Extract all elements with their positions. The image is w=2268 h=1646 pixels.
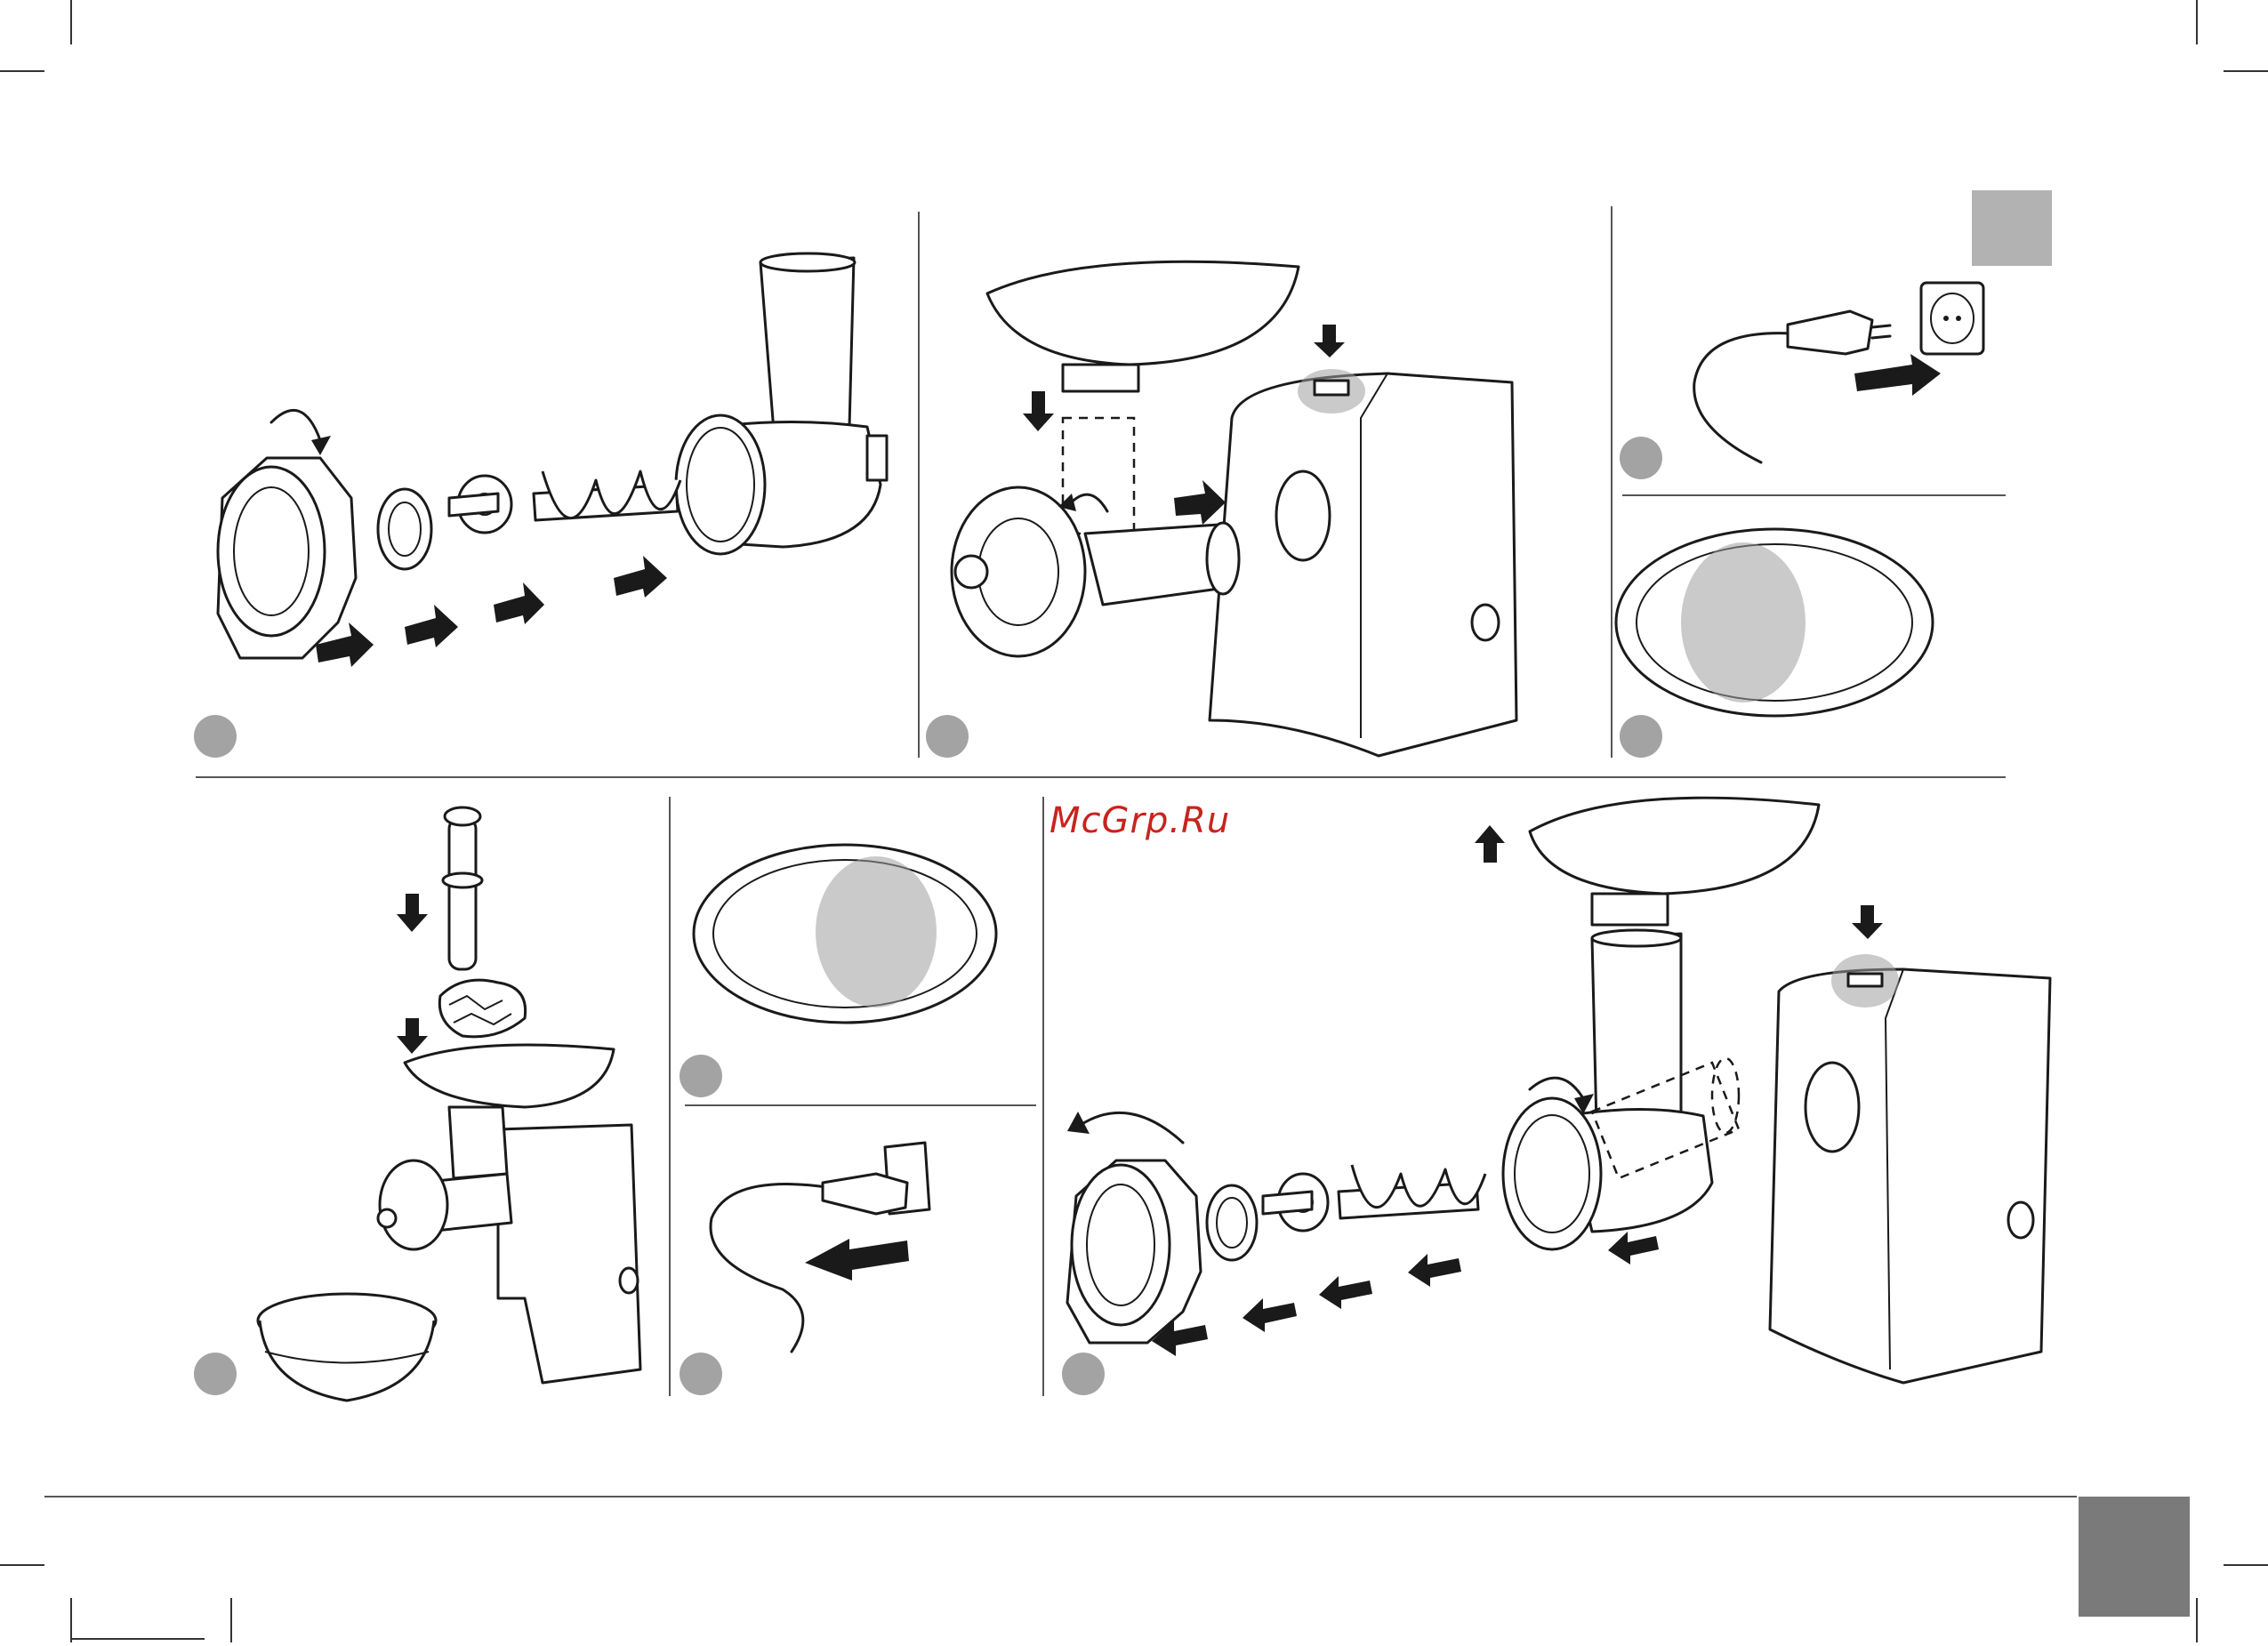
step-badge — [1062, 1353, 1105, 1395]
feed-tray-icon — [405, 1045, 614, 1107]
arrow-down-icon — [1314, 325, 1345, 357]
head-tube-icon — [676, 253, 887, 554]
panel-attach-head — [952, 261, 1516, 756]
power-cord-icon — [711, 1184, 827, 1352]
panel-read-label — [1616, 529, 1933, 716]
step-badge — [194, 715, 237, 758]
panel-read-label-2 — [694, 845, 996, 1023]
arrow-up-icon — [1475, 825, 1505, 863]
auger-icon — [534, 471, 680, 520]
step-badge — [194, 1353, 237, 1395]
pusher-icon — [443, 807, 482, 969]
washer-icon — [1207, 1185, 1257, 1260]
panel-assemble-parts — [218, 253, 887, 667]
lock-button-icon — [1298, 369, 1365, 414]
step-badge — [926, 715, 969, 758]
ring-nut-icon — [1067, 1160, 1201, 1343]
step-badge — [1620, 715, 1662, 758]
step-badge — [1620, 437, 1662, 479]
motor-unit-icon — [1210, 373, 1516, 756]
arrow-right-icon — [316, 556, 667, 667]
washer-icon — [378, 489, 431, 569]
panel-unplug — [711, 1143, 929, 1352]
rotate-arrow-icon — [1081, 1112, 1183, 1143]
rotate-arrow-icon — [1530, 1078, 1583, 1098]
panel-mince-food — [258, 807, 640, 1401]
rotate-arrow-icon — [271, 410, 320, 440]
ring-nut-icon — [218, 458, 356, 658]
step-badge — [680, 1055, 722, 1097]
feed-tray-icon — [987, 261, 1299, 391]
head-tube-icon — [1503, 930, 1712, 1249]
power-cord-icon — [1694, 333, 1792, 462]
arrow-right-icon — [1174, 480, 1226, 525]
section-tab — [1972, 190, 2052, 266]
feed-tray-icon — [1530, 798, 1819, 925]
power-plug-icon — [823, 1174, 907, 1214]
arrow-down-icon — [397, 1018, 428, 1054]
panel-plug-in — [1694, 283, 1983, 462]
panel-disassemble — [1067, 798, 2050, 1383]
lock-button-icon — [1831, 954, 1899, 1008]
cutting-plate-icon — [449, 494, 498, 516]
arrow-down-icon — [397, 894, 428, 932]
power-plug-icon — [1788, 311, 1890, 354]
label-highlight — [816, 856, 937, 1008]
watermark-text: McGrp.Ru — [1050, 800, 1230, 841]
bowl-icon — [258, 1294, 436, 1401]
arrow-down-icon — [1023, 391, 1054, 431]
page-number-tab — [2079, 1497, 2190, 1617]
step-badge — [680, 1353, 722, 1395]
arrow-right-icon — [1854, 354, 1941, 396]
motor-unit-icon — [1770, 969, 2050, 1383]
arrow-down-icon — [1852, 905, 1883, 939]
auger-icon — [1339, 1165, 1485, 1218]
wall-socket-icon — [1921, 283, 1983, 354]
cutting-plate-icon — [1263, 1192, 1312, 1214]
label-highlight — [1681, 542, 1806, 703]
arrow-left-icon — [805, 1239, 909, 1281]
